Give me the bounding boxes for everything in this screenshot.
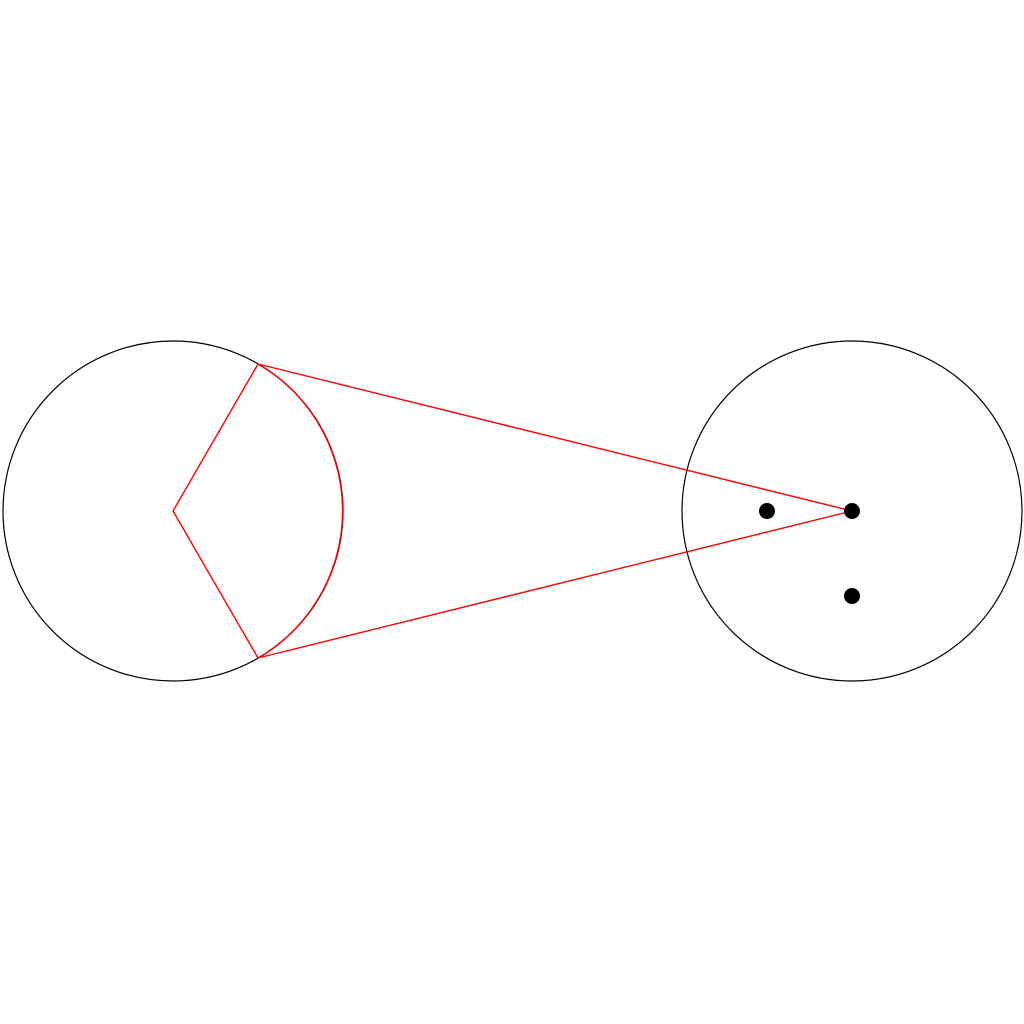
tangent-line-lower [257, 510, 853, 659]
points-layer [759, 503, 860, 604]
sector-radius-upper [172, 363, 259, 512]
left-inner-point [759, 503, 775, 519]
lower-inner-point [844, 588, 860, 604]
circles-layer [2, 340, 1023, 682]
right-circle [681, 340, 1023, 682]
highlight-layer [172, 363, 853, 659]
tangent-line-upper [257, 363, 853, 512]
sector-radius-lower [172, 510, 259, 659]
right-circle-center-point [844, 503, 860, 519]
sector-arc [257, 363, 344, 659]
